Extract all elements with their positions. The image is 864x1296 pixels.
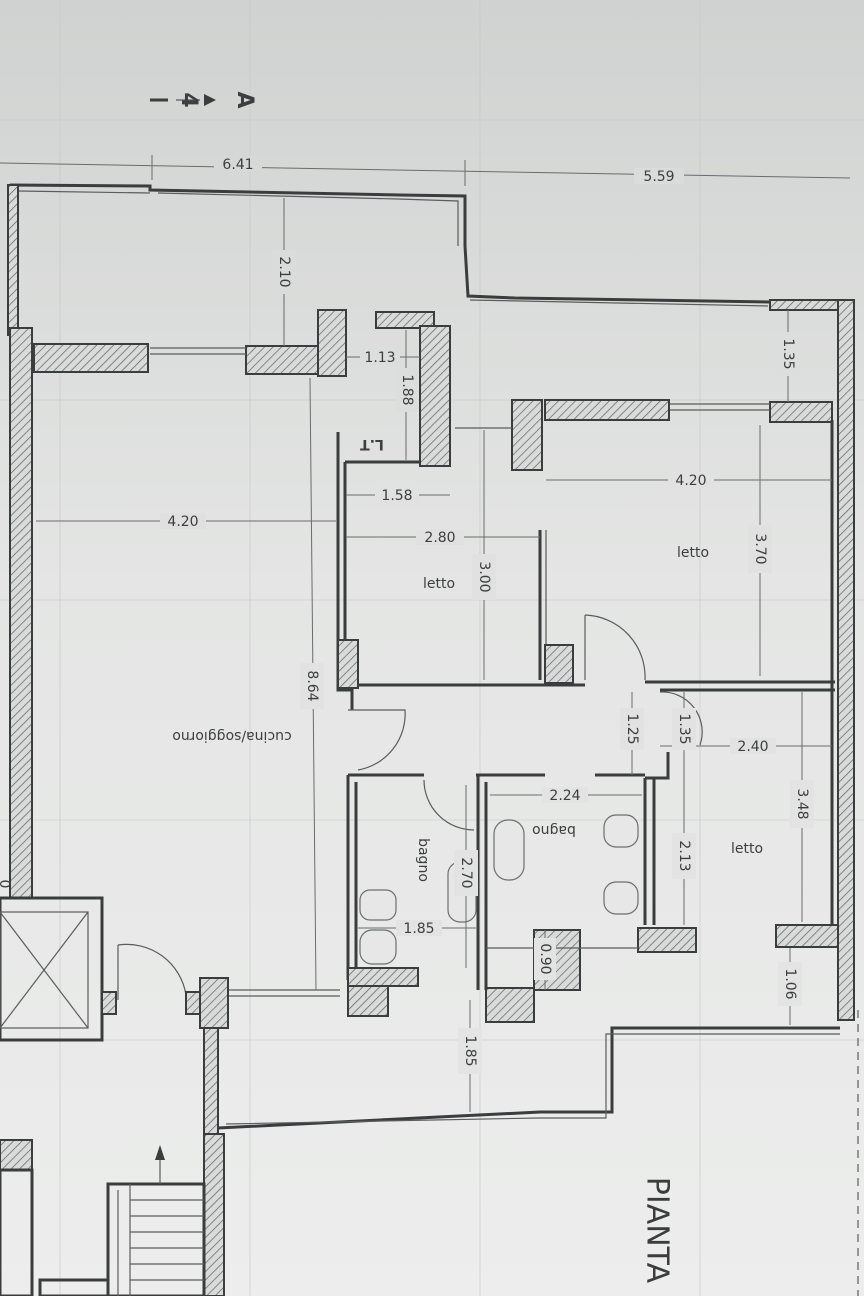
dim-bed2-depth: 3.70 <box>752 533 768 564</box>
room-labels: L.T letto letto letto cucina/soggiorno b… <box>0 436 763 888</box>
dimension-labels: 2.10 1.13 1.88 1.35 4.20 1.58 2.80 3.00 … <box>160 250 814 1074</box>
section-marker: A 4 <box>150 91 257 109</box>
bedroom-1-walls <box>336 432 585 710</box>
lower-balcony <box>217 1010 859 1296</box>
window-lines <box>150 347 770 997</box>
room-label-bed1: letto <box>423 576 455 592</box>
dim-hall-b: 1.35 <box>676 713 692 744</box>
section-number: 4 <box>176 92 201 107</box>
room-label-bath2: bagno <box>532 822 576 838</box>
dim-bath2-step: 0.90 <box>537 943 553 974</box>
dim-top-left: 6.41 <box>222 157 253 173</box>
bedroom-2-3-walls <box>637 420 839 953</box>
dim-right-alcove: 1.35 <box>780 338 796 369</box>
dim-bath2-width: 2.24 <box>549 788 580 804</box>
dim-living-width: 4.20 <box>167 514 198 530</box>
dim-lower-balcony: 1.85 <box>462 1035 478 1066</box>
dim-living-depth: 8.64 <box>304 670 320 701</box>
dim-lower-right: 1.06 <box>782 968 798 999</box>
dim-balcony-depth: 2.10 <box>276 256 292 287</box>
dim-bath1-depth: 2.70 <box>458 857 474 888</box>
section-letter: A <box>232 91 257 108</box>
dim-closet-width: 1.13 <box>364 350 395 366</box>
plan-title-fragment: PIANTA <box>640 1177 675 1284</box>
exterior-walls <box>7 184 855 1021</box>
dim-top-right: 5.59 <box>643 169 674 185</box>
dim-bed1-width: 2.80 <box>424 530 455 546</box>
door-swings <box>117 614 703 1000</box>
room-label-bed3: letto <box>731 841 763 857</box>
dim-bath2-depth: 2.13 <box>676 840 692 871</box>
bathroom-fixtures <box>359 814 639 965</box>
dim-bed1-depth: 3.00 <box>476 561 492 592</box>
room-label-living: cucina/soggiorno <box>172 728 291 744</box>
dim-bed3-depth: 3.48 <box>794 788 810 819</box>
stair-core <box>0 896 229 1296</box>
top-dimension-line <box>0 155 851 186</box>
room-label-bed2: letto <box>677 545 709 561</box>
room-label-bath1: bagno <box>415 838 431 882</box>
dim-bed1-short: 1.58 <box>381 488 412 504</box>
dim-bath1-width: 1.85 <box>403 921 434 937</box>
top-balcony-railing <box>9 183 771 307</box>
dim-hall-a: 1.25 <box>624 713 640 744</box>
dim-bed2-width: 4.20 <box>675 473 706 489</box>
partial-left-label: 0 <box>0 880 12 889</box>
dim-bed3-width: 2.40 <box>737 739 768 755</box>
room-label-closet: L.T <box>360 436 384 452</box>
dim-closet-depth: 1.88 <box>399 374 415 405</box>
